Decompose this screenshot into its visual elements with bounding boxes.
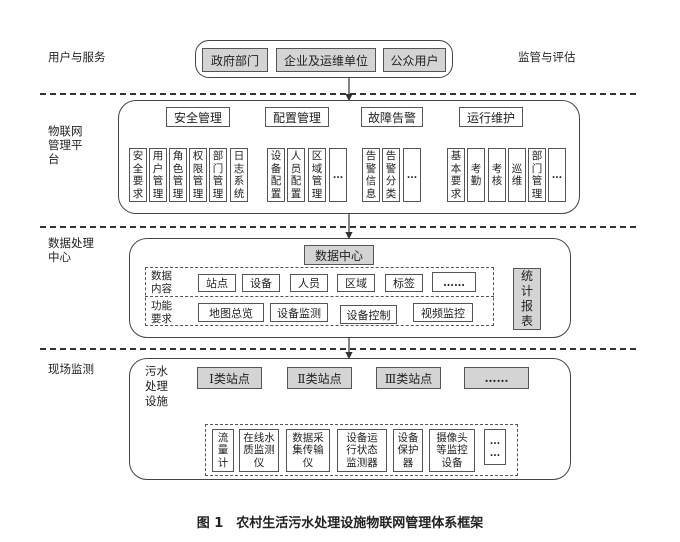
data-content-item: 区域 [337, 274, 375, 292]
group-title-fault: 故障告警 [361, 107, 423, 127]
group-title-security: 安全管理 [166, 107, 230, 127]
function-label: 功能 要求 [151, 300, 172, 325]
layer-separator-3 [40, 348, 636, 350]
device-camera: 摄像头 等监控 设备 [429, 429, 475, 472]
layer-separator-2 [40, 226, 636, 228]
layer-label-data-processing: 数据处理 中心 [48, 236, 94, 264]
platform-item: 设 备 配 置 [267, 148, 285, 202]
user-enterprise: 企业及运维单位 [276, 48, 376, 72]
function-item-map: 地图总览 [198, 303, 264, 322]
data-content-item: 设备 [242, 274, 280, 292]
layer-label-field: 现场监测 [48, 362, 94, 376]
platform-item: 巡 维 [508, 148, 526, 202]
device-more: … … [484, 429, 506, 465]
platform-item: 权 限 管 理 [189, 148, 207, 202]
platform-item: 区 域 管 理 [308, 148, 326, 202]
station-class-1: Ⅰ类站点 [197, 367, 262, 389]
platform-item: 考 勤 [467, 148, 485, 202]
device-status-monitor: 设备运 行状态 监测器 [337, 429, 387, 472]
data-center-title: 数据中心 [304, 245, 374, 265]
platform-item: 告 警 分 类 [382, 148, 400, 202]
platform-item: 安 全 要 求 [129, 148, 147, 202]
group-title-operation: 运行维护 [459, 107, 523, 127]
device-flowmeter: 流 量 计 [212, 429, 234, 472]
platform-item: 告 警 信 息 [362, 148, 380, 202]
figure-caption: 图 1 农村生活污水处理设施物联网管理体系框架 [196, 516, 484, 531]
data-content-item: 站点 [198, 274, 236, 292]
device-protector: 设备 保护 器 [393, 429, 423, 472]
data-content-label: 数据 内容 [151, 270, 172, 295]
platform-item: 日 志 系 统 [230, 148, 248, 202]
platform-item-more: … [403, 148, 421, 202]
function-item-monitor: 设备监测 [270, 303, 328, 322]
platform-item: 角 色 管 理 [169, 148, 187, 202]
data-center-divider [145, 296, 494, 297]
user-government: 政府部门 [202, 48, 268, 72]
layer-label-iot-platform: 物联网 管理平 台 [48, 124, 83, 166]
station-class-3: Ⅲ类站点 [376, 367, 441, 389]
platform-item: 基 本 要 求 [447, 148, 465, 202]
device-data-collector: 数据采 集传输 仪 [286, 429, 330, 472]
platform-item: 部 门 管 理 [528, 148, 546, 202]
data-content-item: 人员 [290, 274, 328, 292]
platform-item: 用 户 管 理 [149, 148, 167, 202]
layer-label-supervision: 监管与评估 [518, 50, 576, 64]
data-content-item: 标签 [385, 274, 423, 292]
user-public: 公众用户 [383, 48, 446, 72]
layer-label-user-service: 用户与服务 [48, 50, 106, 64]
station-class-2: Ⅱ类站点 [287, 367, 352, 389]
data-content-more: …… [432, 272, 476, 292]
platform-item-more: … [548, 148, 566, 202]
station-more: …… [464, 367, 529, 389]
function-item-control: 设备控制 [340, 305, 397, 324]
platform-item: 考 核 [488, 148, 506, 202]
platform-item-more: … [329, 148, 347, 202]
platform-item: 人 员 配 置 [287, 148, 305, 202]
function-item-video: 视频监控 [413, 303, 473, 322]
report-box: 统 计 报 表 [513, 268, 541, 330]
device-dashed-frame [205, 424, 518, 476]
group-title-config: 配置管理 [265, 107, 329, 127]
facility-label: 污水 处理 设施 [145, 364, 168, 408]
platform-item: 部 门 管 理 [209, 148, 227, 202]
device-water-quality: 在线水 质监测 仪 [239, 429, 279, 472]
layer-separator-1 [40, 93, 636, 95]
